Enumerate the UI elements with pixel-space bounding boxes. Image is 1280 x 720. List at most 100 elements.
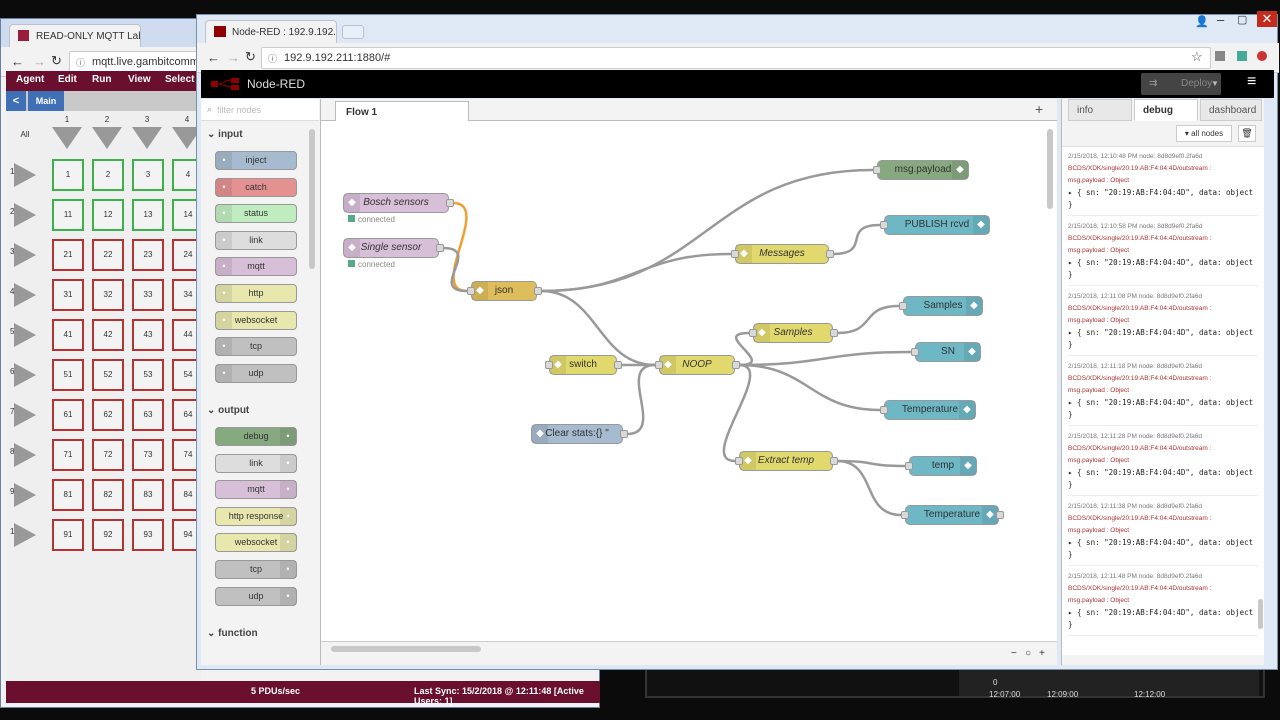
forward-arrow-icon[interactable]: →	[227, 50, 240, 65]
wire-messages-to-publish[interactable]	[832, 223, 881, 256]
palette-node-http[interactable]: •http	[215, 284, 297, 303]
wire-json-to-noop[interactable]	[540, 289, 656, 367]
filter-nodes-input[interactable]: filter nodes	[217, 105, 262, 115]
palette-node-debug[interactable]: •debug	[215, 427, 297, 446]
palette-category-function[interactable]: ⌄ function	[207, 628, 258, 639]
menu-edit[interactable]: Edit	[58, 74, 77, 85]
device-cell[interactable]: 63	[132, 399, 164, 431]
hamburger-menu-icon[interactable]: ≡	[1247, 73, 1257, 90]
device-cell[interactable]: 13	[132, 199, 164, 231]
column-header[interactable]: 3	[144, 115, 150, 124]
input-port[interactable]	[873, 166, 881, 174]
all-rows-cols-selector[interactable]: All	[20, 130, 30, 139]
palette-node-websocket[interactable]: •websocket	[215, 310, 297, 330]
debug-message-body[interactable]: ▸ { sn: "20:19:AB:F4:04:4D", data: objec…	[1068, 398, 1254, 419]
minimize-icon[interactable]: –	[1217, 12, 1225, 27]
device-cell[interactable]: 62	[92, 399, 124, 431]
device-cell[interactable]: 83	[132, 479, 164, 511]
back-arrow-icon[interactable]: ←	[207, 50, 220, 65]
extension-icon[interactable]	[1215, 51, 1225, 61]
column-header[interactable]: 2	[104, 115, 110, 124]
debug-message-body[interactable]: ▸ { sn: "20:19:AB:F4:04:4D", data: objec…	[1068, 188, 1254, 209]
device-cell[interactable]: 23	[132, 239, 164, 271]
deploy-dropdown-icon[interactable]: ▼	[1211, 79, 1219, 88]
output-port[interactable]	[614, 361, 622, 369]
new-tab-button[interactable]	[342, 25, 364, 39]
device-cell[interactable]: 21	[52, 239, 84, 271]
flow-node-noop[interactable]: ◆NOOP	[655, 355, 740, 375]
device-cell[interactable]: 22	[92, 239, 124, 271]
debug-message[interactable]: 2/15/2018, 12:11:38 PM node: 8d8d9ef0.2f…	[1068, 501, 1258, 566]
device-cell[interactable]: 3	[132, 159, 164, 191]
bookmark-star-icon[interactable]: ☆	[1191, 49, 1203, 64]
zoom-out-icon[interactable]: −	[1011, 648, 1017, 659]
input-port[interactable]	[880, 406, 888, 414]
flow-node-publish[interactable]: ◆PUBLISH rcvd	[880, 215, 990, 235]
debug-message-body[interactable]: ▸ { sn: "20:19:AB:F4:04:4D", data: objec…	[1068, 258, 1254, 279]
wire-clear-to-noop[interactable]	[626, 363, 656, 436]
device-cell[interactable]: 92	[92, 519, 124, 551]
debug-message[interactable]: 2/15/2018, 12:10:58 PM node: 8d8d9ef0.2f…	[1068, 221, 1258, 286]
menu-view[interactable]: View	[128, 74, 151, 85]
device-cell[interactable]: 41	[52, 319, 84, 351]
output-port[interactable]	[436, 244, 444, 252]
palette-category-input[interactable]: ⌄ input	[207, 129, 243, 140]
all-nodes-filter-button[interactable]: ▾ all nodes	[1176, 125, 1232, 142]
wire-json-to-messages[interactable]	[540, 252, 732, 293]
sidebar-tab-info[interactable]: info	[1068, 99, 1132, 121]
maximize-icon[interactable]: ▢	[1237, 14, 1248, 26]
zoom-reset-icon[interactable]: ○	[1025, 648, 1032, 659]
row-label[interactable]: 8	[10, 447, 15, 456]
palette-node-tcp[interactable]: •tcp	[215, 560, 297, 579]
output-port[interactable]	[620, 430, 628, 438]
browser-tab-node-red[interactable]: Node-RED : 192.9.192.21	[205, 20, 337, 43]
palette-category-output[interactable]: ⌄ output	[207, 405, 249, 416]
flow-node-json[interactable]: ◆json	[467, 281, 542, 301]
flow-node-clear[interactable]: ◆Clear stats:{} "	[531, 424, 628, 444]
user-icon[interactable]: 👤	[1195, 16, 1209, 28]
device-cell[interactable]: 82	[92, 479, 124, 511]
output-port[interactable]	[534, 287, 542, 295]
device-cell[interactable]: 81	[52, 479, 84, 511]
reload-icon[interactable]: ↻	[51, 53, 62, 68]
wire-extract-to-temp_gauge[interactable]	[836, 459, 906, 468]
palette-node-link[interactable]: •link	[215, 230, 297, 250]
back-nav-button[interactable]: <	[6, 91, 26, 111]
input-port[interactable]	[880, 221, 888, 229]
vertical-scrollbar[interactable]	[1047, 129, 1053, 209]
flow-node-temperature-chart[interactable]: ◆Temperature	[901, 505, 1004, 525]
sidebar-tab-debug[interactable]: debug	[1134, 99, 1198, 121]
forward-arrow-icon[interactable]: →	[33, 54, 46, 69]
zoom-in-icon[interactable]: +	[1039, 648, 1045, 659]
device-cell[interactable]: 2	[92, 159, 124, 191]
palette-node-inject[interactable]: •inject	[215, 151, 297, 170]
flow-node-temperature-text[interactable]: ◆Temperature	[880, 400, 976, 420]
palette-node-udp[interactable]: •udp	[215, 363, 297, 383]
palette-node-mqtt[interactable]: •mqtt	[215, 257, 297, 277]
reload-icon[interactable]: ↻	[245, 49, 256, 64]
output-port[interactable]	[446, 199, 454, 207]
output-port[interactable]	[996, 511, 1004, 519]
row-label[interactable]: 9	[10, 487, 15, 496]
flow-node-single[interactable]: ◆Single sensor	[343, 238, 444, 258]
debug-message[interactable]: 2/15/2018, 12:11:48 PM node: 8d8d9ef0.2f…	[1068, 571, 1258, 636]
input-port[interactable]	[731, 250, 739, 258]
menu-agent[interactable]: Agent	[16, 74, 45, 85]
extension-icon[interactable]	[1237, 51, 1247, 61]
wire-json-to-msg_payload[interactable]	[540, 168, 874, 293]
debug-message-body[interactable]: ▸ { sn: "20:19:AB:F4:04:4D", data: objec…	[1068, 608, 1254, 629]
device-cell[interactable]: 11	[52, 199, 84, 231]
wire-bosch-to-json[interactable]	[452, 201, 468, 293]
horizontal-scrollbar[interactable]	[331, 646, 481, 652]
input-port[interactable]	[545, 361, 553, 369]
palette-node-tcp[interactable]: •tcp	[215, 337, 297, 357]
device-cell[interactable]: 31	[52, 279, 84, 311]
palette-node-catch[interactable]: •catch	[215, 177, 297, 197]
output-port[interactable]	[830, 329, 838, 337]
device-cell[interactable]: 72	[92, 439, 124, 471]
debug-message[interactable]: 2/15/2018, 12:11:18 PM node: 8d8d9ef0.2f…	[1068, 361, 1258, 426]
device-cell[interactable]: 53	[132, 359, 164, 391]
input-port[interactable]	[467, 287, 475, 295]
debug-message-body[interactable]: ▸ { sn: "20:19:AB:F4:04:4D", data: objec…	[1068, 328, 1254, 349]
